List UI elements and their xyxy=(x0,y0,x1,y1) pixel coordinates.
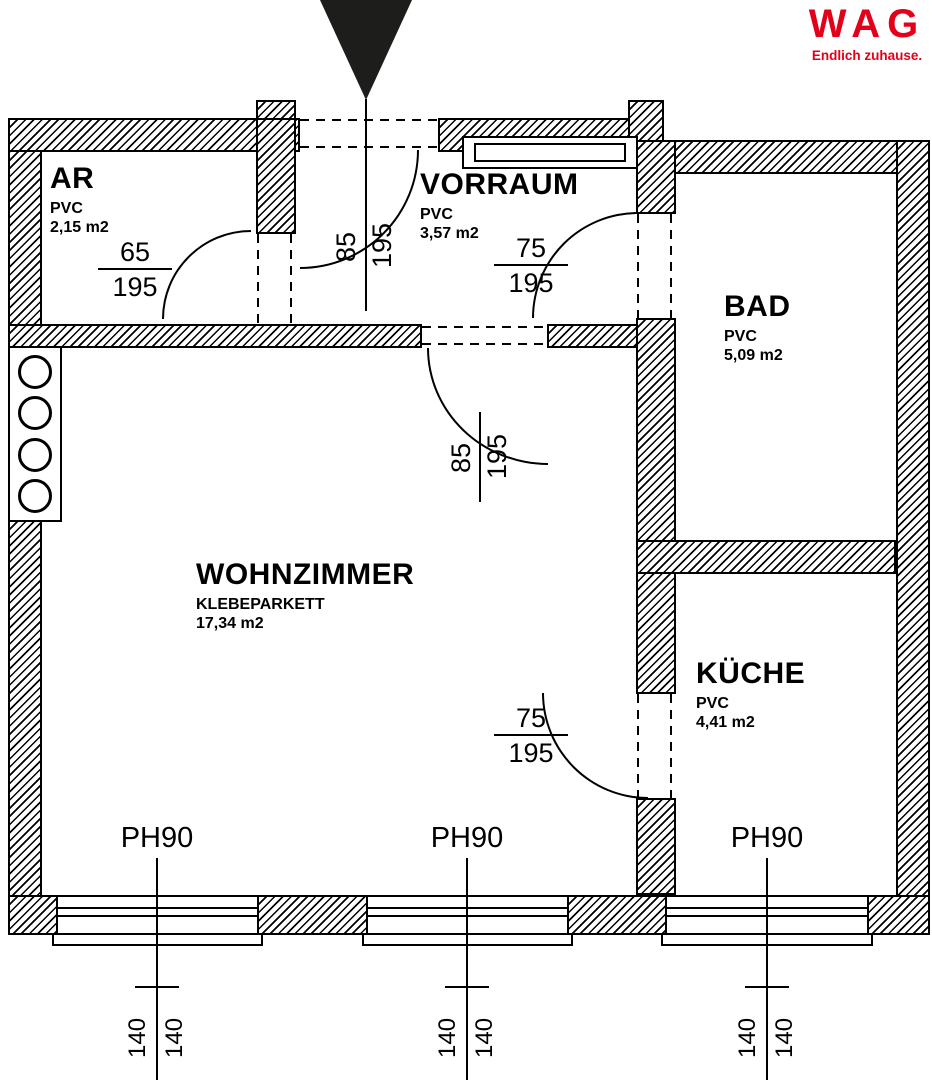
wall-vorraum-wohnzimmer-left xyxy=(8,324,422,348)
wall-top-left xyxy=(8,118,300,152)
wall-bottom-4 xyxy=(867,895,930,935)
window-dimension-left: 140 xyxy=(734,1017,761,1059)
dimension-height: 195 xyxy=(508,268,554,298)
room-name: BAD xyxy=(724,290,791,323)
wall-niche-inner-line xyxy=(474,143,626,162)
room-floor-material: PVC xyxy=(420,205,453,223)
logo-tagline: Endlich zuhause. xyxy=(811,48,923,63)
window-dimension-right: 140 xyxy=(471,1017,498,1059)
dimension-width: 75 xyxy=(515,703,547,733)
room-area: 4,41 m2 xyxy=(696,713,755,731)
dimension-fraction-line xyxy=(98,268,172,270)
wag-logo: WAG Endlich zuhause. xyxy=(806,4,928,63)
dimension-ar-door: 65 195 xyxy=(98,238,172,302)
radiator-symbol xyxy=(8,346,62,522)
room-area: 17,34 m2 xyxy=(196,614,264,632)
wall-bottom-3 xyxy=(567,895,667,935)
wall-niche xyxy=(462,136,638,169)
room-name: KÜCHE xyxy=(696,657,806,690)
room-label-vorraum: VORRAUM PVC 3,57 m2 xyxy=(420,169,579,243)
dimension-fraction-line xyxy=(479,412,481,502)
dimension-tick xyxy=(135,986,179,988)
room-label-ar: AR PVC 2,15 m2 xyxy=(50,163,109,237)
bad-door-opening-dash xyxy=(670,214,672,318)
dimension-kueche-door: 75 195 xyxy=(494,704,568,768)
dimension-entrance-width: 85 xyxy=(331,231,361,263)
room-floor-material: PVC xyxy=(696,694,729,712)
window-type-label: PH90 xyxy=(730,822,804,854)
room-name: VORRAUM xyxy=(420,168,579,201)
wall-top-right xyxy=(642,140,930,174)
entrance-opening-dash xyxy=(300,146,438,148)
window-type-label: PH90 xyxy=(120,822,194,854)
wall-right xyxy=(896,140,930,935)
dimension-fraction-line xyxy=(494,264,568,266)
kueche-door-opening-dash xyxy=(670,694,672,798)
room-label-bad: BAD PVC 5,09 m2 xyxy=(724,291,791,365)
dimension-fraction-line xyxy=(494,734,568,736)
dimension-width: 65 xyxy=(119,237,151,267)
dimension-bad-door: 75 195 xyxy=(494,234,568,298)
window-dimension-right: 140 xyxy=(771,1017,798,1059)
window-dimension-left: 140 xyxy=(434,1017,461,1059)
wall-center-vertical xyxy=(636,318,676,694)
ar-door-opening-dash xyxy=(290,234,292,324)
wall-vorraum-wohnzimmer-right xyxy=(547,324,642,348)
dimension-height: 195 xyxy=(508,738,554,768)
radiator-ring-icon xyxy=(18,437,52,472)
wall-bottom-2 xyxy=(257,895,368,935)
wohnzimmer-door-opening-dash xyxy=(422,326,547,328)
wall-ar-vorraum xyxy=(256,118,296,234)
wall-bottom-1 xyxy=(8,895,58,935)
room-floor-material: KLEBEPARKETT xyxy=(196,595,325,613)
dimension-tick xyxy=(745,986,789,988)
room-floor-material: PVC xyxy=(724,327,757,345)
dimension-wohnzimmer-door-width: 85 xyxy=(446,442,476,474)
wall-left xyxy=(8,118,42,935)
window-dimension-line xyxy=(156,858,158,1080)
dimension-width: 75 xyxy=(515,233,547,263)
wall-kueche-bottom xyxy=(636,798,676,895)
wohnzimmer-door-opening-dash xyxy=(422,343,547,345)
wall-vorraum-bad-top xyxy=(636,140,676,214)
room-name: WOHNZIMMER xyxy=(196,558,415,591)
dimension-height: 195 xyxy=(112,272,158,302)
room-name: AR xyxy=(50,162,95,195)
window-dimension-line xyxy=(766,858,768,1080)
wall-bad-kueche xyxy=(636,540,896,574)
entrance-opening-dash xyxy=(300,119,438,121)
ar-door-opening-dash xyxy=(257,234,259,324)
radiator-ring-icon xyxy=(18,396,52,431)
bad-door-opening-dash xyxy=(637,214,639,318)
dimension-tick xyxy=(445,986,489,988)
window-dimension-line xyxy=(466,858,468,1080)
logo-brand-text: WAG xyxy=(808,2,926,46)
dimension-entrance-height: 195 xyxy=(367,222,397,269)
room-area: 5,09 m2 xyxy=(724,346,783,364)
dimension-wohnzimmer-door-height: 195 xyxy=(482,433,512,479)
entrance-arrow-icon xyxy=(320,0,412,100)
room-label-kueche: KÜCHE PVC 4,41 m2 xyxy=(696,658,805,732)
window-type-label: PH90 xyxy=(430,822,504,854)
window-dimension-left: 140 xyxy=(124,1017,151,1059)
ar-door-swing-arc xyxy=(162,230,251,319)
radiator-ring-icon xyxy=(18,478,52,513)
room-area: 2,15 m2 xyxy=(50,218,109,236)
room-area: 3,57 m2 xyxy=(420,224,479,242)
room-label-wohnzimmer: WOHNZIMMER KLEBEPARKETT 17,34 m2 xyxy=(196,559,414,633)
window-dimension-right: 140 xyxy=(161,1017,188,1059)
room-floor-material: PVC xyxy=(50,199,83,217)
radiator-ring-icon xyxy=(18,355,52,390)
